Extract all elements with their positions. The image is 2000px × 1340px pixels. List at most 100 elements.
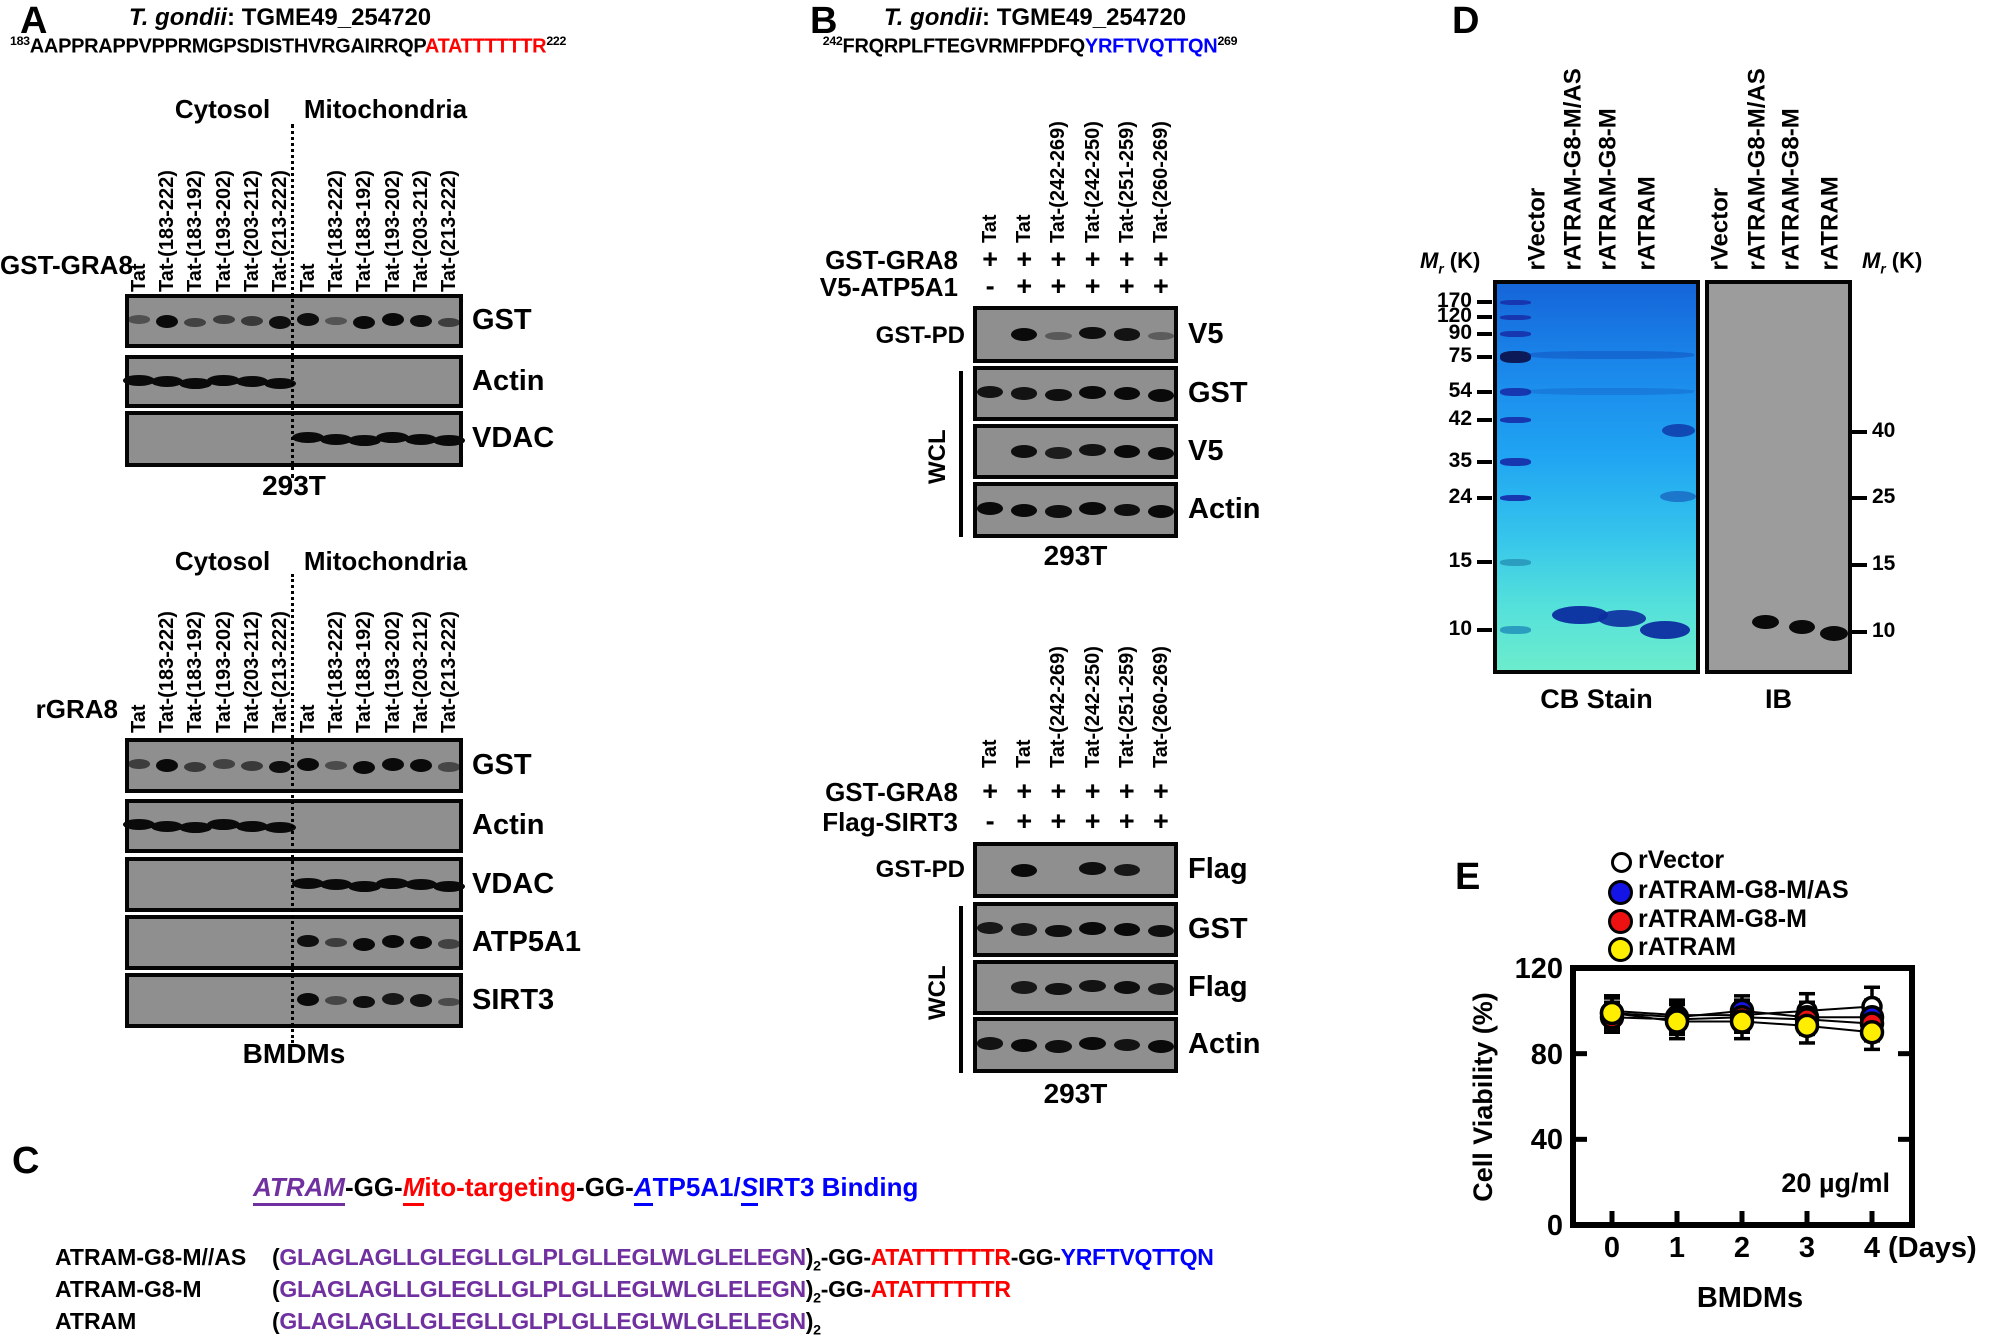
title-part: S [740,1172,759,1206]
construct-row-label: GST-GRA8 [825,245,958,275]
seq-body: AAPPRAPPVPPRMGPSDISTHVRGAIRRQP [29,35,425,58]
plus-minus-mark: + [1153,806,1169,836]
tail-part: ATATTTTTTR [870,1276,1011,1302]
protein-band [1011,503,1038,517]
protein-band [297,757,320,771]
x-tick-label: 3 [1798,1232,1816,1264]
title-part: ATRAM [253,1172,345,1206]
marker-value: 10 [1872,619,1896,642]
protein-band [240,316,263,326]
ib-band [1789,620,1815,634]
protein-band [128,315,151,324]
marker-value: 54 [1448,379,1472,402]
seq-sup-end: 269 [1217,34,1238,48]
peptide-sequence: (GLAGLAGLLGLEGLLGLPLGLLEGLWLGLELEGN)2-GG… [272,1244,1214,1275]
dose-annotation: 20 µg/ml [1781,1168,1890,1198]
marker-value: 40 [1872,419,1896,442]
protein-band [404,879,437,890]
paren-close: ) [805,1244,814,1270]
protein-band [184,317,207,328]
blot-target-label: V5 [1188,434,1224,467]
mr-main: M [1862,248,1881,273]
panel-b-title: T. gondii: TGME49_254720 [830,4,1240,32]
blot-target-label: ATP5A1 [472,925,582,958]
x-tick-label: 0 [1603,1232,1621,1264]
data-point-rATRAM [1664,1009,1690,1034]
plus-minus-mark: + [1050,271,1067,301]
protein-band [1147,388,1175,402]
lane-label: Tat [297,263,320,292]
gel-smear [1527,351,1694,359]
protein-band [179,377,212,389]
marker-tick [1852,430,1867,434]
plus-minus-mark: + [1016,776,1033,806]
protein-band [235,376,268,387]
construct-row-label: GST-GRA8 [825,777,958,807]
protein-band [348,880,381,892]
lane-label: Tat-(183-192) [353,611,376,733]
protein-band [381,992,404,1006]
protein-band [128,759,151,769]
protein-band [376,432,409,443]
ladder-band [1500,299,1531,305]
protein-band [1079,502,1106,515]
plus-minus-mark: + [1084,271,1101,301]
marker-tick [1477,418,1492,422]
legend-marker [1608,937,1633,962]
legend-marker [1611,852,1632,873]
protein-band [353,995,376,1009]
legend-label: rVector [1638,846,1725,874]
viability-chart [1570,965,1915,1228]
tail-part: YRFTVQTTQN [1060,1244,1214,1270]
lane-label: Tat [1013,739,1036,768]
wcl-blot-box [973,482,1178,538]
protein-band [1079,921,1106,935]
blot-box [125,973,463,1028]
marker-tick [1477,496,1492,500]
blot-box [122,799,463,853]
blot-target-label: V5 [1188,317,1224,350]
marker-value: 35 [1448,449,1472,472]
lane-label: Tat-(242-269) [1047,646,1070,768]
gel-lane-label: rATRAM-G8-M/AS [1559,67,1586,270]
x-unit-label: (Days) [1888,1232,1977,1264]
protein-band [1045,982,1072,996]
lane-label: Tat [128,704,151,733]
blot-target-label: Flag [1188,970,1248,1003]
protein-band [1113,1038,1140,1052]
lane-label: Tat-(213-222) [268,170,291,292]
protein-band [409,759,432,772]
cb-sample-band [1660,491,1696,502]
wcl-bracket [959,906,963,1073]
lane-label: Tat-(213-222) [268,611,291,733]
lane-label: Tat-(203-212) [409,170,432,292]
lane-label: Tat-(260-269) [1149,646,1172,768]
protein-band [268,760,291,774]
protein-band [212,759,235,769]
plus-minus-mark: + [1050,806,1067,836]
protein-band [1079,326,1106,340]
ladder-band [1500,331,1531,337]
species-name: T. gondii [128,4,228,31]
x-tick-label: 1 [1668,1232,1686,1264]
protein-band [297,934,320,948]
ladder-band [1500,388,1531,396]
plus-minus-mark: + [1153,244,1169,274]
lane-label: Tat-(242-250) [1081,121,1104,243]
plus-minus-mark: + [982,244,998,274]
protein-band [320,433,353,445]
group-header-mitochondria: Mitochondria [303,546,468,576]
repeat-subscript: 2 [813,1322,821,1339]
lane-label: Tat-(213-222) [437,170,460,292]
lane-label: Tat-(203-212) [409,611,432,733]
mr-sub: r [1880,261,1886,277]
cell-line-label: 293T [262,470,326,501]
plus-minus-mark: - [985,806,995,836]
title-part: -GG- [344,1172,403,1202]
legend-marker [1608,880,1633,905]
blot-target-label: Flag [1188,853,1248,885]
plus-minus-mark: + [1050,776,1067,806]
panel-a-title: T. gondii: TGME49_254720 [60,4,500,32]
protein-band [320,879,353,890]
